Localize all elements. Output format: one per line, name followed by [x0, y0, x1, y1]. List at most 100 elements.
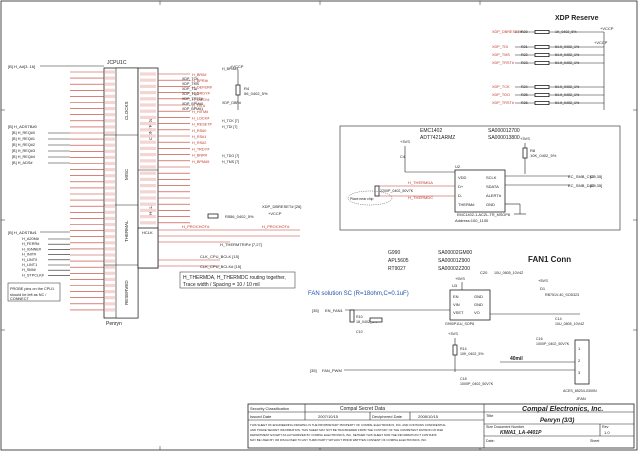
- left-net-labels: H_A20M#H_FERR#H_IGNNE#H_INIT#H_LINT0H_LI…: [12, 131, 70, 277]
- svg-text:D1: D1: [540, 286, 546, 291]
- right-net-label: H_TCK [7]: [222, 119, 239, 123]
- svg-text:Size Document Number: Size Document Number: [486, 425, 525, 429]
- svg-text:C16: C16: [536, 337, 543, 341]
- svg-text:CLK_CPU_BCLK [15]: CLK_CPU_BCLK [15]: [200, 254, 239, 259]
- right-net-label: H_RESET#: [192, 123, 213, 127]
- right-net-label: H_RS#0: [192, 129, 206, 133]
- svg-text:Compal Electronics, Inc.: Compal Electronics, Inc.: [522, 406, 603, 413]
- cpu-section-clocks: CLOCKS: [124, 101, 129, 120]
- left-net-label: H_SMI#: [22, 268, 37, 272]
- svg-text:1: 1: [578, 346, 581, 351]
- xdp-net-label: XDP_TCK: [492, 85, 510, 89]
- svg-text:Rev: Rev: [602, 425, 609, 429]
- right-net-label: H_DRDY#: [192, 92, 211, 96]
- svg-text:D+: D+: [458, 184, 464, 189]
- svg-text:VO: VO: [474, 310, 480, 315]
- svg-text:EN_FAN1: EN_FAN1: [325, 308, 344, 313]
- svg-text:1000P_0402_50V7K: 1000P_0402_50V7K: [460, 382, 494, 386]
- svg-text:R23: R23: [521, 61, 528, 65]
- right-pin-rows: [140, 72, 190, 225]
- right-net-label: XDP_BPM#0: [182, 102, 203, 106]
- svg-text:GND: GND: [486, 202, 495, 207]
- fan-connector: [574, 339, 590, 385]
- left-net-label: [B] H_REQ#4: [12, 155, 35, 159]
- svg-text:THERM#: THERM#: [458, 202, 475, 207]
- svg-text:GND: GND: [474, 294, 483, 299]
- right-net-label: H_RS#2: [192, 141, 206, 145]
- right-net-label: H_BPM#5: [192, 160, 209, 164]
- svg-text:[B] H_ADSTB#0: [B] H_ADSTB#0: [8, 124, 38, 129]
- svg-text:Deciphered Date: Deciphered Date: [372, 414, 403, 419]
- svg-text:SA00001Z900: SA00001Z900: [438, 258, 470, 264]
- svg-text:R22: R22: [521, 53, 528, 57]
- svg-text:C14: C14: [555, 317, 562, 321]
- left-pin-rows: [70, 70, 115, 312]
- svg-text:+VCCP: +VCCP: [268, 211, 282, 216]
- svg-text:JFAN: JFAN: [576, 396, 586, 401]
- svg-text:VSET: VSET: [453, 310, 464, 315]
- svg-text:+VCCP: +VCCP: [230, 64, 244, 69]
- svg-text:Compal Secret Data: Compal Secret Data: [340, 406, 385, 412]
- right-net-label: H_LOCK#: [192, 116, 210, 120]
- cpu-probe-note: PROBE pins on the CPU1 should be left as…: [7, 282, 61, 302]
- svg-text:+5VS: +5VS: [538, 278, 548, 283]
- svg-text:10U_0805_10V4Z: 10U_0805_10V4Z: [555, 322, 585, 326]
- right-net-label: XDP_DBR#: [222, 101, 241, 105]
- svg-text:D-: D-: [458, 193, 463, 198]
- svg-text:should be left as NC /: should be left as NC /: [10, 293, 47, 297]
- left-bus: [B] H_A#[3..16] [B] H_ADSTB#0 [B] H_ADST…: [8, 64, 104, 235]
- svg-text:Title: Title: [486, 413, 494, 418]
- svg-text:R10: R10: [356, 315, 363, 319]
- left-net-label: H_STPCLK#: [22, 273, 45, 277]
- svg-text:RB751V-40_SOD323: RB751V-40_SOD323: [545, 293, 579, 297]
- right-net-label: H_TRDY#: [192, 147, 210, 151]
- fan-driver-chip: [449, 289, 491, 321]
- right-net-labels: H_BR0#H_BPRI#H_DEFER#H_DRDY#H_DBSY#H_HIT…: [182, 67, 241, 164]
- svg-text:+VCCP: +VCCP: [600, 26, 614, 31]
- svg-text:ACES_85204-0300N: ACES_85204-0300N: [563, 389, 597, 393]
- cpu-ref: JCPU1C: [107, 60, 127, 66]
- svg-text:+3VS: +3VS: [520, 136, 530, 141]
- svg-text:R8: R8: [530, 148, 536, 153]
- cpu-section-reserved: RESERVED: [124, 280, 129, 305]
- left-net-label: H_A20M#: [22, 237, 40, 241]
- left-net-label: [B] H_REQ#2: [12, 143, 35, 147]
- right-net-label: H_DEFER#: [192, 85, 213, 89]
- svg-text:EC_SMB_DA2: EC_SMB_DA2: [568, 183, 595, 188]
- right-net-label: H_HIT#: [192, 104, 206, 108]
- svg-text:FAN_PWM: FAN_PWM: [322, 368, 342, 373]
- svg-text:H_THERMTRIP# [7,27]: H_THERMTRIP# [7,27]: [220, 242, 262, 247]
- svg-text:G990: G990: [388, 250, 400, 256]
- svg-text:1.0: 1.0: [604, 430, 610, 435]
- svg-text:H_PROCHOT#: H_PROCHOT#: [182, 224, 210, 229]
- right-net-label: H_DBSY#: [192, 98, 210, 102]
- svg-text:U2: U2: [455, 164, 461, 169]
- svg-text:[29,35]: [29,35]: [590, 174, 602, 179]
- svg-text:MAY BE USED BY OR DISCLOSED TO: MAY BE USED BY OR DISCLOSED TO ANY THIRD…: [250, 438, 427, 442]
- svg-text:3: 3: [578, 370, 581, 375]
- svg-text:R25: R25: [521, 93, 528, 97]
- svg-text:Sheet: Sheet: [590, 439, 599, 443]
- svg-text:C10: C10: [356, 330, 363, 334]
- svg-text:+3VS: +3VS: [448, 331, 458, 336]
- svg-text:EMC1402-1-ACZL-TR_MSOP8: EMC1402-1-ACZL-TR_MSOP8: [457, 213, 510, 217]
- fan-title: FAN1 Conn: [528, 255, 571, 264]
- svg-text:2200P_0402_50V7K: 2200P_0402_50V7K: [380, 189, 414, 193]
- right-net-label: H_BPM#4: [222, 67, 238, 71]
- right-net-label: H_RS#1: [192, 135, 206, 139]
- svg-text:Security Classification: Security Classification: [250, 406, 289, 411]
- vccp-pullup: +VCCP R4 56_0402_5%: [230, 64, 268, 110]
- left-net-label: [B] H_REQ#3: [12, 149, 35, 153]
- svg-text:Place near chip: Place near chip: [350, 197, 373, 201]
- svg-text:+3VS: +3VS: [400, 139, 410, 144]
- svg-text:[B] H_A#[3..16]: [B] H_A#[3..16]: [8, 64, 35, 69]
- left-net-label: H_FERR#: [22, 242, 40, 246]
- svg-text:54.9_0402_1%: 54.9_0402_1%: [555, 93, 580, 97]
- svg-text:54.9_0402_1%: 54.9_0402_1%: [555, 45, 580, 49]
- svg-text:10K_0402_5%: 10K_0402_5%: [530, 153, 557, 158]
- svg-text:1K_0402_5%: 1K_0402_5%: [555, 30, 577, 34]
- left-net-label: H_INIT#: [22, 253, 37, 257]
- svg-text:EMC1402: EMC1402: [420, 128, 442, 134]
- svg-text:SA000013800: SA000013800: [488, 135, 520, 141]
